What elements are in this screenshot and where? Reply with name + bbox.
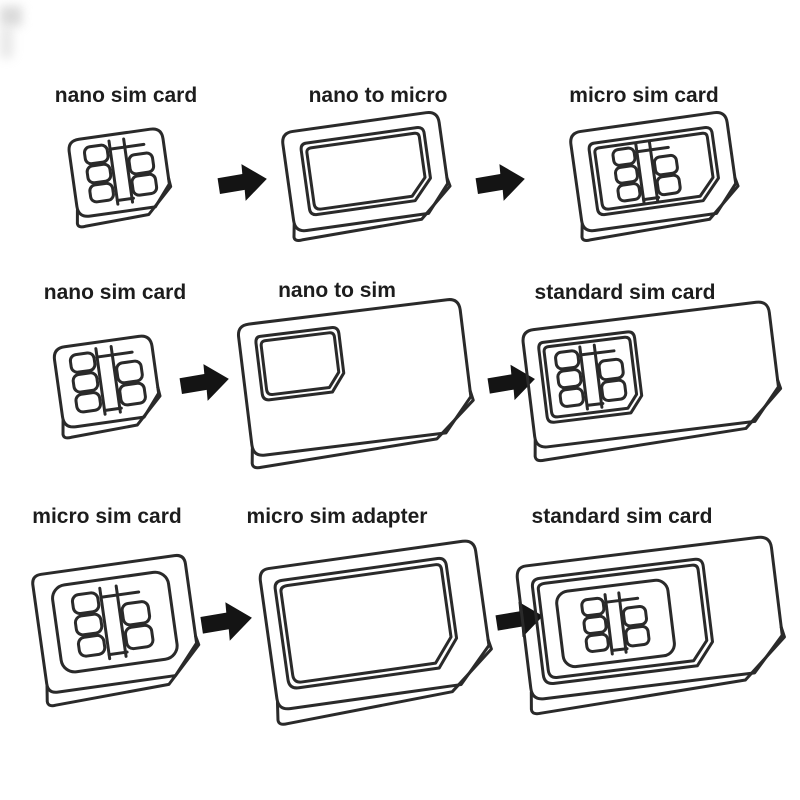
scan-artifact <box>0 28 13 58</box>
micro-sim-adapter-drawing <box>248 528 510 776</box>
standard-sim-card-assembled-drawing <box>506 300 796 485</box>
scan-artifact <box>0 6 22 26</box>
nano-to-micro-adapter-drawing <box>268 108 468 260</box>
nano-sim-card-drawing <box>62 126 187 251</box>
arrow-right-icon <box>216 160 270 204</box>
row3-adapter-label: micro sim adapter <box>246 505 428 528</box>
row1-result-label: micro sim card <box>569 84 719 107</box>
row2-source-label: nano sim card <box>43 281 187 304</box>
micro-sim-card-assembled-drawing <box>556 108 756 260</box>
nano-to-sim-adapter-drawing <box>222 296 490 494</box>
row2-adapter-label: nano to sim <box>278 279 396 302</box>
row1-source-label: nano sim card <box>54 84 198 107</box>
row2-result-label: standard sim card <box>534 281 716 304</box>
micro-sim-card-drawing <box>22 545 217 745</box>
row3-result-label: standard sim card <box>531 505 713 528</box>
row1-adapter-label: nano to micro <box>308 84 448 107</box>
row3-source-label: micro sim card <box>32 505 182 528</box>
nano-sim-card-drawing <box>48 332 176 464</box>
standard-sim-card-assembled-micro-drawing <box>500 532 798 757</box>
arrow-right-icon <box>474 160 528 204</box>
